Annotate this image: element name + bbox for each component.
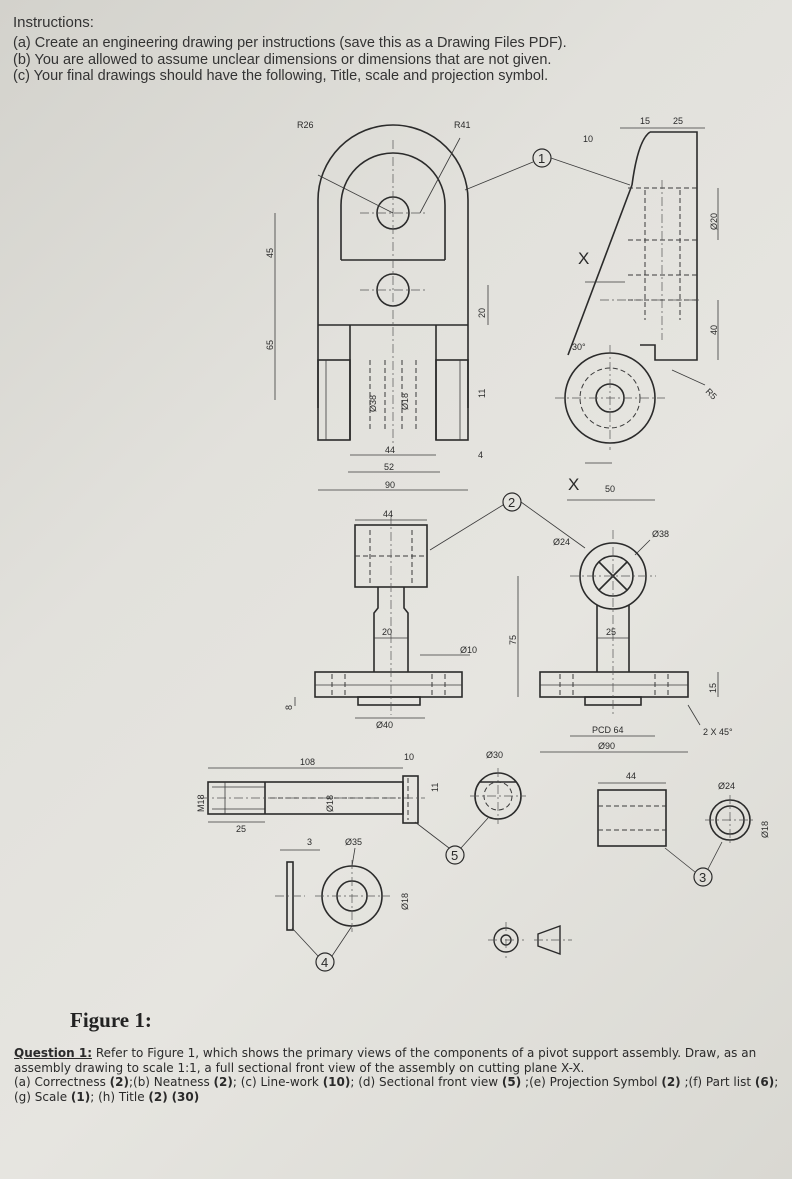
svg-text:4: 4	[321, 955, 328, 970]
mark-item: (a) Correctness	[14, 1075, 110, 1089]
mark-item: ;(b) Neatness	[128, 1075, 214, 1089]
mark-item: ;(e) Projection Symbol	[521, 1075, 662, 1089]
mark-item: ; (c) Line-work	[232, 1075, 323, 1089]
question-paragraph: Question 1: Refer to Figure 1, which sho…	[14, 1046, 784, 1075]
svg-text:10: 10	[404, 752, 414, 762]
svg-text:M18: M18	[196, 794, 206, 812]
svg-text:20: 20	[382, 627, 392, 637]
part-balloon-5: 5	[414, 817, 489, 865]
instruction-item: (a) Create an engineering drawing per in…	[13, 35, 567, 51]
svg-text:90: 90	[385, 480, 395, 490]
mark-score: (1)	[70, 1089, 91, 1104]
svg-text:30°: 30°	[572, 342, 586, 352]
svg-text:2: 2	[508, 495, 515, 510]
instruction-item: (c) Your final drawings should have the …	[13, 68, 549, 84]
svg-text:25: 25	[673, 116, 683, 126]
svg-text:R5: R5	[704, 386, 719, 401]
svg-text:Ø24: Ø24	[553, 537, 570, 547]
svg-text:52: 52	[384, 462, 394, 472]
mark-item: ; (h) Title	[90, 1089, 149, 1104]
svg-text:2 X 45°: 2 X 45°	[703, 727, 733, 737]
part3-bush-views: 44 Ø24 Ø18	[597, 771, 770, 847]
svg-text:44: 44	[385, 445, 395, 455]
question-block: Question 1: Refer to Figure 1, which sho…	[14, 1046, 784, 1104]
svg-text:8: 8	[284, 705, 294, 710]
part1-front-view: R26 R41 45 65 20 11 Ø38 Ø18 44 52 90 4	[265, 120, 489, 491]
section-label-x: X	[578, 249, 589, 268]
svg-text:Ø38: Ø38	[368, 395, 378, 412]
question-label: Question 1:	[14, 1046, 92, 1060]
svg-text:Ø30: Ø30	[486, 750, 503, 760]
svg-text:50: 50	[605, 484, 615, 494]
svg-text:5: 5	[451, 848, 458, 863]
svg-text:Ø20: Ø20	[709, 213, 719, 230]
part-balloon-1: 1	[464, 148, 631, 191]
svg-text:1: 1	[538, 151, 545, 166]
svg-text:Ø24: Ø24	[718, 781, 735, 791]
svg-text:Ø90: Ø90	[598, 741, 615, 751]
svg-text:15: 15	[640, 116, 650, 126]
svg-text:PCD 64: PCD 64	[592, 725, 624, 735]
instructions-heading: Instructions:	[13, 14, 94, 31]
engineering-drawing: R26 R41 45 65 20 11 Ø38 Ø18 44 52 90 4	[196, 116, 770, 972]
part5-pin-views: 108 10 M18 Ø18 11 25 Ø30	[196, 750, 526, 834]
svg-text:Ø10: Ø10	[460, 645, 477, 655]
part2-front-view: 44 20 Ø10 Ø40 8	[284, 509, 477, 730]
marks-breakdown: (a) Correctness (2);(b) Neatness (2); (c…	[14, 1075, 784, 1104]
svg-text:Ø40: Ø40	[376, 720, 393, 730]
instructions-block: Instructions: (a) Create an engineering …	[13, 14, 653, 85]
question-text: Refer to Figure 1, which shows the prima…	[14, 1046, 757, 1075]
mark-item: ; (d) Sectional front view	[350, 1075, 502, 1089]
svg-text:15: 15	[708, 683, 718, 693]
part-balloon-2: 2	[429, 492, 586, 551]
mark-item: ;(f) Part list	[680, 1075, 755, 1089]
part-balloon-4: 4	[291, 925, 353, 972]
svg-text:Ø38: Ø38	[652, 529, 669, 539]
mark-score: (5)	[501, 1075, 522, 1089]
svg-text:45: 45	[265, 248, 275, 258]
svg-text:4: 4	[478, 450, 483, 460]
mark-score: (6)	[754, 1075, 775, 1089]
svg-text:44: 44	[626, 771, 636, 781]
svg-text:R26: R26	[297, 120, 314, 130]
svg-text:20: 20	[477, 308, 487, 318]
mark-score: (10)	[322, 1075, 351, 1089]
projection-symbol	[488, 922, 572, 958]
part1-side-view: X X 10 15 25 Ø20 40 R5 30° 50	[555, 116, 719, 501]
svg-text:R41: R41	[454, 120, 471, 130]
svg-text:Ø18: Ø18	[400, 893, 410, 910]
part4-washer-views: 3 Ø35 Ø18	[275, 837, 410, 932]
svg-text:3: 3	[307, 837, 312, 847]
section-label-x: X	[568, 475, 579, 494]
svg-text:3: 3	[699, 870, 706, 885]
svg-text:65: 65	[265, 340, 275, 350]
part-balloon-3: 3	[664, 841, 723, 887]
svg-text:25: 25	[606, 627, 616, 637]
svg-text:11: 11	[430, 783, 440, 792]
svg-text:Ø18: Ø18	[325, 795, 335, 812]
mark-item: ; (g) Scale	[14, 1075, 779, 1104]
svg-text:25: 25	[236, 824, 246, 834]
mark-score: (30)	[171, 1089, 200, 1104]
svg-text:10: 10	[583, 134, 593, 144]
mark-score: (2)	[148, 1089, 168, 1104]
svg-text:Ø18: Ø18	[400, 393, 410, 410]
svg-text:Ø35: Ø35	[345, 837, 362, 847]
svg-text:Ø18: Ø18	[760, 821, 770, 838]
svg-text:44: 44	[383, 509, 393, 519]
figure-caption: Figure 1:	[70, 1008, 152, 1032]
svg-text:40: 40	[709, 325, 719, 335]
mark-score: (2)	[661, 1075, 681, 1089]
part2-side-view: 75 Ø24 Ø38 25 15 PCD 64 Ø90 2 X 45°	[508, 529, 733, 753]
svg-text:11: 11	[477, 389, 487, 398]
mark-score: (2)	[213, 1075, 233, 1089]
mark-score: (2)	[109, 1075, 129, 1089]
instruction-item: (b) You are allowed to assume unclear di…	[13, 51, 552, 68]
svg-text:108: 108	[300, 757, 315, 767]
svg-text:75: 75	[508, 635, 518, 645]
